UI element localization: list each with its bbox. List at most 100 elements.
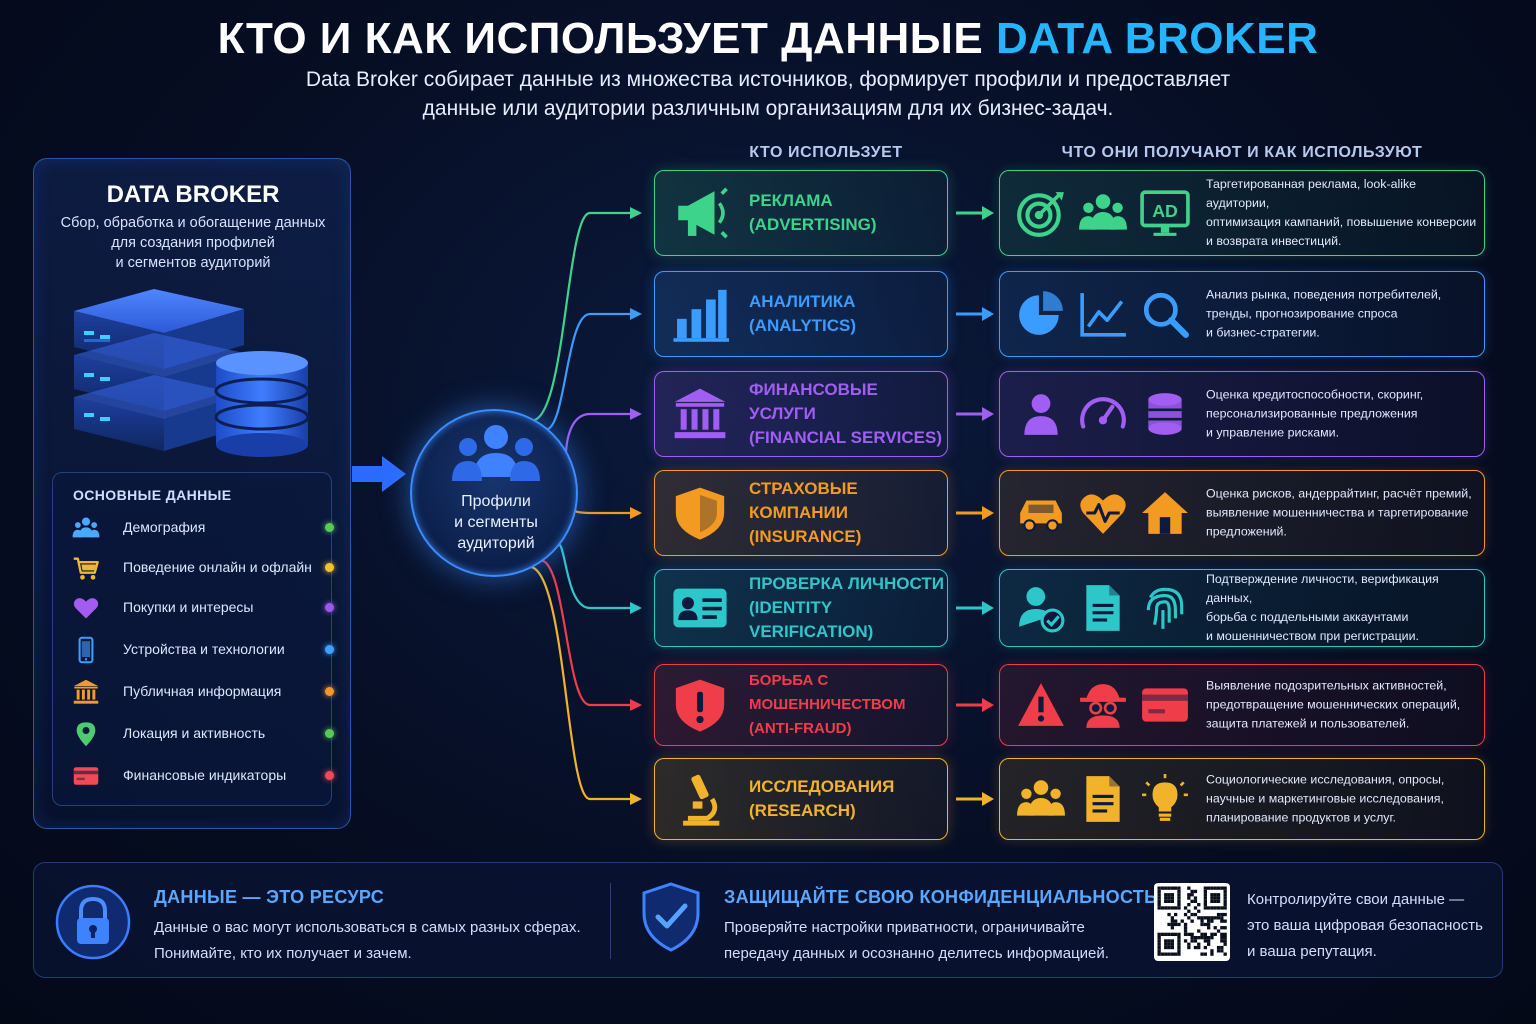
result-text: Оценка кредитоспособности, скоринг,персо… xyxy=(1206,386,1482,443)
page-title: КТО И КАК ИСПОЛЬЗУЕТ ДАННЫЕ DATA BROKER xyxy=(0,14,1536,64)
hub-branch-line xyxy=(531,211,630,422)
result-line: защита платежей и пользователей. xyxy=(1206,716,1410,731)
footer-block-2-line-1: Проверяйте настройки приватности, ограни… xyxy=(724,919,1085,936)
core-data-dot xyxy=(325,729,334,738)
data-broker-panel: DATA BROKER Сбор, обработка и обогащение… xyxy=(33,158,351,829)
category-label: АНАЛИТИКА(ANALYTICS) xyxy=(749,290,856,338)
category-label: РЕКЛАМА(ADVERTISING) xyxy=(749,189,877,237)
category-line: (RESEARCH) xyxy=(749,801,856,820)
ad-monitor-icon: AD xyxy=(1140,190,1190,236)
core-data-heading: ОСНОВНЫЕ ДАННЫЕ xyxy=(73,487,232,503)
core-data-item: Финансовые индикаторы xyxy=(53,761,334,791)
warning-icon xyxy=(1018,683,1064,726)
result-text: Выявление подозрительных активностей,пре… xyxy=(1206,677,1482,734)
core-data-dot xyxy=(325,523,334,532)
category-line: (INSURANCE) xyxy=(749,527,862,546)
hub-branch-line xyxy=(539,559,630,707)
core-data-item: Покупки и интересы xyxy=(53,593,334,623)
result-line: и управление рисками. xyxy=(1206,425,1340,440)
hub-branch-arrowhead xyxy=(630,507,642,519)
core-data-dot xyxy=(325,603,334,612)
footer-block-3-line-1: Контролируйте свои данные — xyxy=(1247,891,1465,908)
core-data-label: Поведение онлайн и офлайн xyxy=(123,559,312,575)
shield-icon xyxy=(675,487,725,540)
house-icon xyxy=(1142,492,1188,534)
category-card[interactable]: АНАЛИТИКА(ANALYTICS) xyxy=(654,271,948,357)
result-card: Подтверждение личности, верификация данн… xyxy=(999,569,1485,647)
result-line: Выявление подозрительных активностей, xyxy=(1206,678,1447,693)
category-line: ФИНАНСОВЫЕ xyxy=(749,380,878,399)
person-icon xyxy=(1024,394,1058,435)
hub-branch-arrowhead xyxy=(630,408,642,420)
what-they-get-heading: ЧТО ОНИ ПОЛУЧАЮТ И КАК ИСПОЛЬЗУЮТ xyxy=(1061,144,1423,161)
result-line: оптимизация кампаний, повышение конверси… xyxy=(1206,215,1477,229)
who-uses-heading: КТО ИСПОЛЬЗУЕТ xyxy=(749,144,903,161)
footer-block-2-title: ЗАЩИЩАЙТЕ СВОЮ КОНФИДЕНЦИАЛЬНОСТЬ xyxy=(724,887,1158,907)
core-data-dot xyxy=(325,645,334,654)
category-line: РЕКЛАМА xyxy=(749,191,833,210)
core-data-label: Финансовые индикаторы xyxy=(123,767,287,783)
hub-label-line-1: Профили xyxy=(461,493,531,510)
line-chart-icon xyxy=(1080,293,1126,337)
hub-branch-arrowhead xyxy=(630,207,642,219)
hub-branch-arrowhead xyxy=(630,308,642,320)
server-database-illustration xyxy=(74,289,310,457)
result-card: Социологические исследования, опросы,нау… xyxy=(999,758,1485,840)
category-to-result-arrow xyxy=(956,307,994,321)
card-icon xyxy=(73,767,99,785)
subtitle-line-1: Data Broker собирает данные из множества… xyxy=(305,68,1231,91)
result-line: научные и маркетинговые исследования, xyxy=(1206,791,1444,806)
category-card[interactable]: ПРОВЕРКА ЛИЧНОСТИ(IDENTITY VERIFICATION) xyxy=(654,569,948,647)
heart-pulse-icon xyxy=(1080,494,1126,534)
category-card[interactable]: СТРАХОВЫЕ КОМПАНИИ (INSURANCE) xyxy=(654,470,948,556)
core-data-label: Покупки и интересы xyxy=(123,599,254,615)
title-main: КТО И КАК ИСПОЛЬЗУЕТ ДАННЫЕ xyxy=(217,14,984,63)
footer-panel: ДАННЫЕ — ЭТО РЕСУРС Данные о вас могут и… xyxy=(33,862,1503,978)
result-line: Таргетированная реклама, look-alike ауди… xyxy=(1206,177,1417,210)
result-line: Оценка кредитоспособности, скоринг, xyxy=(1206,387,1424,402)
category-line: СТРАХОВЫЕ xyxy=(749,479,858,498)
broker-desc-line-2: для создания профилей xyxy=(111,235,275,251)
svg-text:AD: AD xyxy=(1152,201,1178,221)
result-text: Оценка рисков, андеррайтинг, расчёт прем… xyxy=(1206,485,1482,542)
footer-block-3-line-2: это ваша цифровая безопасность xyxy=(1247,917,1483,934)
people-icon xyxy=(1017,780,1065,816)
category-label: ИССЛЕДОВАНИЯ(RESEARCH) xyxy=(749,775,894,823)
id-card-icon xyxy=(673,588,727,628)
core-data-label: Устройства и технологии xyxy=(123,641,285,657)
bank-icon xyxy=(674,388,726,439)
car-icon xyxy=(1020,500,1062,532)
hub-branch-arrowhead xyxy=(630,793,642,805)
coins-icon xyxy=(1148,393,1182,435)
core-data-item: Локация и активность xyxy=(53,719,334,749)
category-label: БОРЬБА С МОШЕННИЧЕСТВОМ(ANTI-FRAUD) xyxy=(749,669,947,741)
category-line: БОРЬБА С МОШЕННИЧЕСТВОМ xyxy=(749,672,906,713)
footer-block-3-line-3: и ваша репутация. xyxy=(1247,943,1377,960)
result-card: Анализ рынка, поведения потребителей,тре… xyxy=(999,271,1485,357)
shield-check-icon xyxy=(642,882,700,952)
footer-divider xyxy=(610,883,611,959)
hub-branch-line xyxy=(545,312,630,431)
title-accent: DATA BROKER xyxy=(995,14,1319,63)
category-line: КОМПАНИИ xyxy=(749,503,848,522)
category-line: (FINANCIAL SERVICES) xyxy=(749,428,943,447)
category-card[interactable]: БОРЬБА С МОШЕННИЧЕСТВОМ(ANTI-FRAUD) xyxy=(654,664,948,746)
category-card[interactable]: РЕКЛАМА(ADVERTISING) xyxy=(654,170,948,256)
result-card: Оценка рисков, андеррайтинг, расчёт прем… xyxy=(999,470,1485,556)
hub-branch-arrowhead xyxy=(630,699,642,711)
result-card: Выявление подозрительных активностей,пре… xyxy=(999,664,1485,746)
broker-desc-line-1: Сбор, обработка и обогащение данных xyxy=(60,215,326,231)
category-card[interactable]: ИССЛЕДОВАНИЯ(RESEARCH) xyxy=(654,758,948,840)
result-line: тренды, прогнозирование спроса xyxy=(1206,306,1398,321)
core-data-item: Устройства и технологии xyxy=(53,635,334,665)
result-text: Подтверждение личности, верификация данн… xyxy=(1206,570,1482,646)
result-line: выявление мошенничества и таргетирование xyxy=(1206,505,1469,520)
people-group-icon xyxy=(452,425,540,481)
core-data-label: Демография xyxy=(123,519,206,535)
qr-code-icon[interactable] xyxy=(1154,883,1230,961)
microscope-icon xyxy=(683,774,720,826)
bank-icon xyxy=(73,679,99,704)
user-check-icon xyxy=(1019,587,1065,633)
